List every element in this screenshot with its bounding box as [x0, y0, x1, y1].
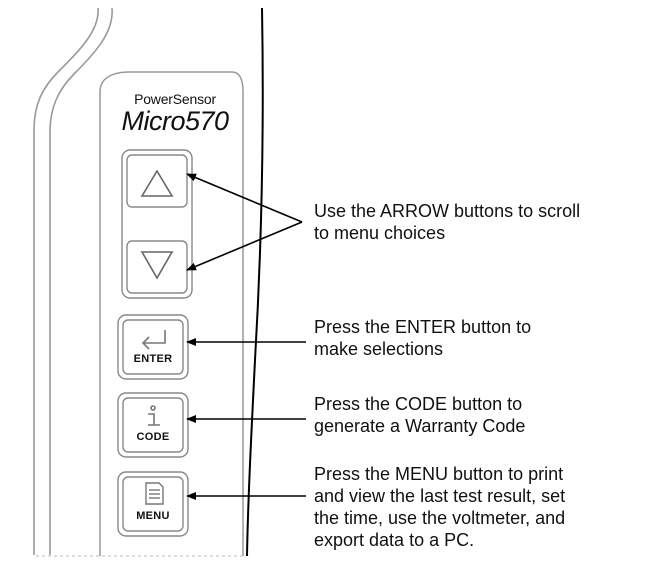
code-button-callout: Press the CODE button to generate a Warr…: [314, 393, 525, 437]
callout-line: Press the ENTER button to: [314, 317, 532, 337]
menu-button-callout: Press the MENU button to print and view …: [314, 463, 565, 551]
code-button-label: CODE: [136, 431, 170, 443]
callout-line: to menu choices: [314, 223, 446, 243]
callout-line: Press the CODE button to: [314, 394, 523, 414]
callout-line: export data to a PC.: [314, 530, 475, 550]
enter-return-icon: [141, 330, 166, 350]
info-icon: [148, 405, 160, 426]
code-button[interactable]: [117, 392, 189, 458]
device-brand: PowerSensor Micro570: [110, 92, 240, 135]
document-icon: [145, 482, 164, 505]
device-right-edge: [246, 7, 264, 557]
device-face-panel: [99, 71, 244, 556]
enter-button-label: ENTER: [133, 353, 173, 365]
brand-name: PowerSensor: [134, 91, 216, 107]
callout-line: make selections: [314, 339, 444, 359]
arrow-buttons-callout: Use the ARROW buttons to scroll to menu …: [314, 200, 580, 244]
up-arrow-icon: [140, 169, 174, 197]
down-arrow-icon: [140, 251, 174, 280]
callout-line: Press the MENU button to print: [314, 464, 564, 484]
down-arrow-button[interactable]: [140, 251, 174, 280]
callout-line: generate a Warranty Code: [314, 416, 526, 436]
callout-line: the time, use the voltmeter, and: [314, 508, 566, 528]
callout-line: Use the ARROW buttons to scroll: [314, 201, 581, 221]
enter-button-callout: Press the ENTER button to make selection…: [314, 316, 531, 360]
device-body-outline: [33, 7, 113, 555]
enter-button[interactable]: [117, 314, 189, 380]
menu-button-label: MENU: [136, 510, 170, 522]
callout-line: and view the last test result, set: [314, 486, 566, 506]
callout-leaders: [186, 173, 306, 500]
up-arrow-button[interactable]: [140, 169, 174, 197]
menu-button[interactable]: [117, 471, 189, 537]
model-name: Micro570: [121, 106, 229, 136]
